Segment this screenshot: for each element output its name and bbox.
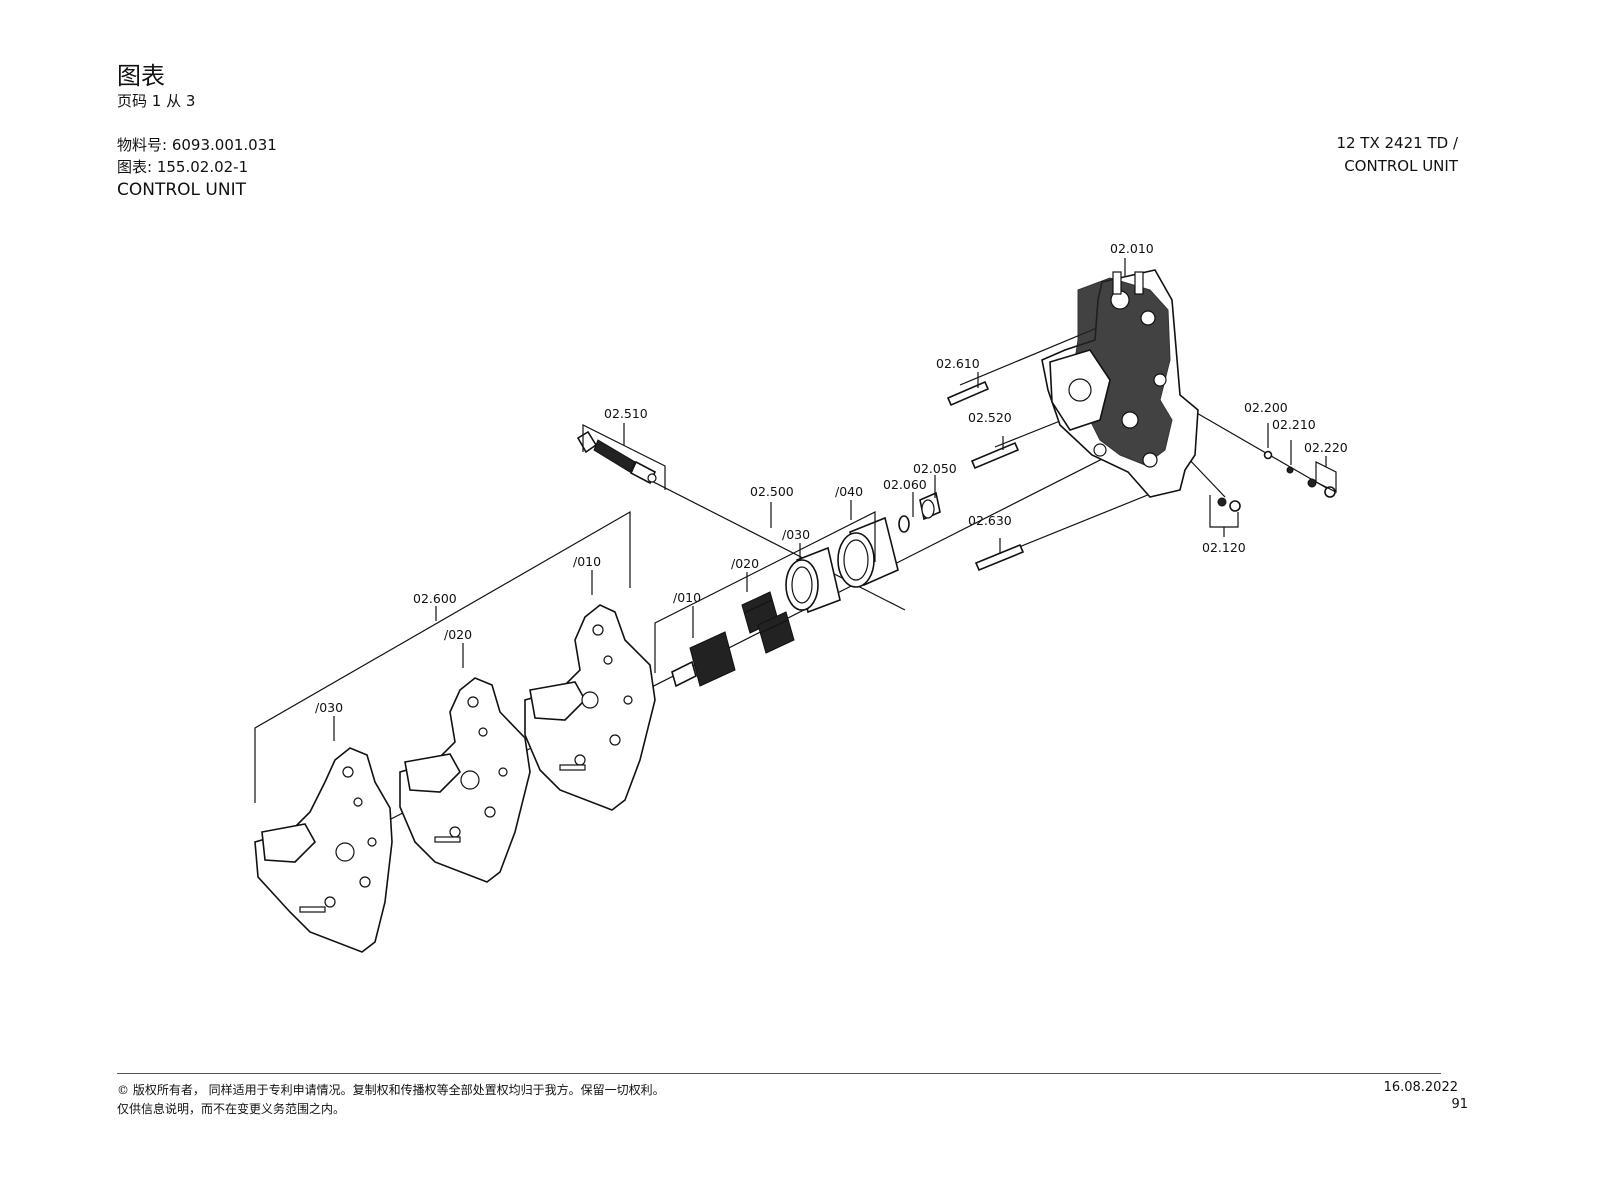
exploded-parts-diagram: 02.010 02.610 02.520 02.630 02.510 02.50… — [254, 241, 1348, 953]
callout-s500-020: /020 — [731, 556, 759, 571]
callout-s500-010: /010 — [673, 590, 701, 605]
callout-02-220: 02.220 — [1304, 440, 1348, 455]
callout-02-500: 02.500 — [750, 484, 794, 499]
sleeve-02-050 — [919, 491, 941, 521]
pump-housing-040 — [837, 516, 899, 588]
bracket-02-510 — [582, 424, 666, 490]
plug-02-200 — [1263, 450, 1273, 460]
callout-02-630: 02.630 — [968, 513, 1012, 528]
bracket-02-220 — [1315, 461, 1337, 493]
plug-02-210 — [1286, 466, 1294, 474]
material-label: 物料号: — [117, 136, 172, 154]
page-title: 图表 — [117, 62, 165, 90]
callout-02-600: 02.600 — [413, 591, 457, 606]
pump-ring-030 — [785, 546, 841, 614]
callout-s500-040: /040 — [835, 484, 863, 499]
page-info: 页码 1 从 3 — [117, 92, 196, 110]
callout-s500-030: /030 — [782, 527, 810, 542]
plate-020 — [399, 677, 531, 883]
footer-divider — [117, 1073, 1441, 1074]
copyright-notice: © 版权所有者， 同样适用于专利申请情况。复制权和传播权等全部处置权均归于我方。… — [117, 1083, 665, 1097]
pin-02-520 — [970, 441, 1020, 470]
callout-02-050: 02.050 — [913, 461, 957, 476]
callout-02-520: 02.520 — [968, 410, 1012, 425]
pin-02-610 — [946, 380, 990, 407]
plate-030 — [254, 747, 393, 953]
callout-02-510: 02.510 — [604, 406, 648, 421]
callout-02-060: 02.060 — [883, 477, 927, 492]
callout-02-010: 02.010 — [1110, 241, 1154, 256]
bracket-02-500 — [654, 511, 876, 673]
material-number-row: 物料号: 6093.001.031 — [117, 134, 277, 155]
ring-02-060 — [898, 515, 910, 533]
footer-date: 16.08.2022 — [1383, 1080, 1458, 1095]
model-section: CONTROL UNIT — [1344, 157, 1458, 175]
footer-page-number: 91 — [1451, 1097, 1468, 1112]
pin-02-630 — [974, 543, 1025, 572]
disclaimer-notice: 仅供信息说明，而不在变更义务范围之内。 — [117, 1102, 346, 1116]
callout-02-610: 02.610 — [936, 356, 980, 371]
control-housing — [1041, 269, 1199, 498]
callout-s600-010: /010 — [573, 554, 601, 569]
diagram-label: 图表: — [117, 158, 157, 176]
plate-010 — [524, 604, 656, 811]
pump-shaft-010 — [671, 631, 736, 688]
valve-02-510 — [576, 430, 657, 485]
bracket-02-600 — [254, 510, 631, 803]
axis-plugs — [1194, 411, 1331, 491]
callout-02-200: 02.200 — [1244, 400, 1288, 415]
callout-02-120: 02.120 — [1202, 540, 1246, 555]
model-designation: 12 TX 2421 TD / — [1336, 134, 1458, 152]
callout-s600-020: /020 — [444, 627, 472, 642]
material-number: 6093.001.031 — [171, 136, 277, 154]
diagram-number-row: 图表: 155.02.02-1 — [117, 156, 248, 177]
plug-02-220 — [1307, 478, 1336, 498]
diagram-number: 155.02.02-1 — [156, 158, 249, 176]
axis-screw — [1184, 454, 1226, 498]
screw-02-120 — [1217, 497, 1241, 512]
callout-02-210: 02.210 — [1272, 417, 1316, 432]
pump-gear-020 — [741, 591, 795, 654]
section-name: CONTROL UNIT — [117, 180, 246, 200]
callout-s600-030: /030 — [315, 700, 343, 715]
